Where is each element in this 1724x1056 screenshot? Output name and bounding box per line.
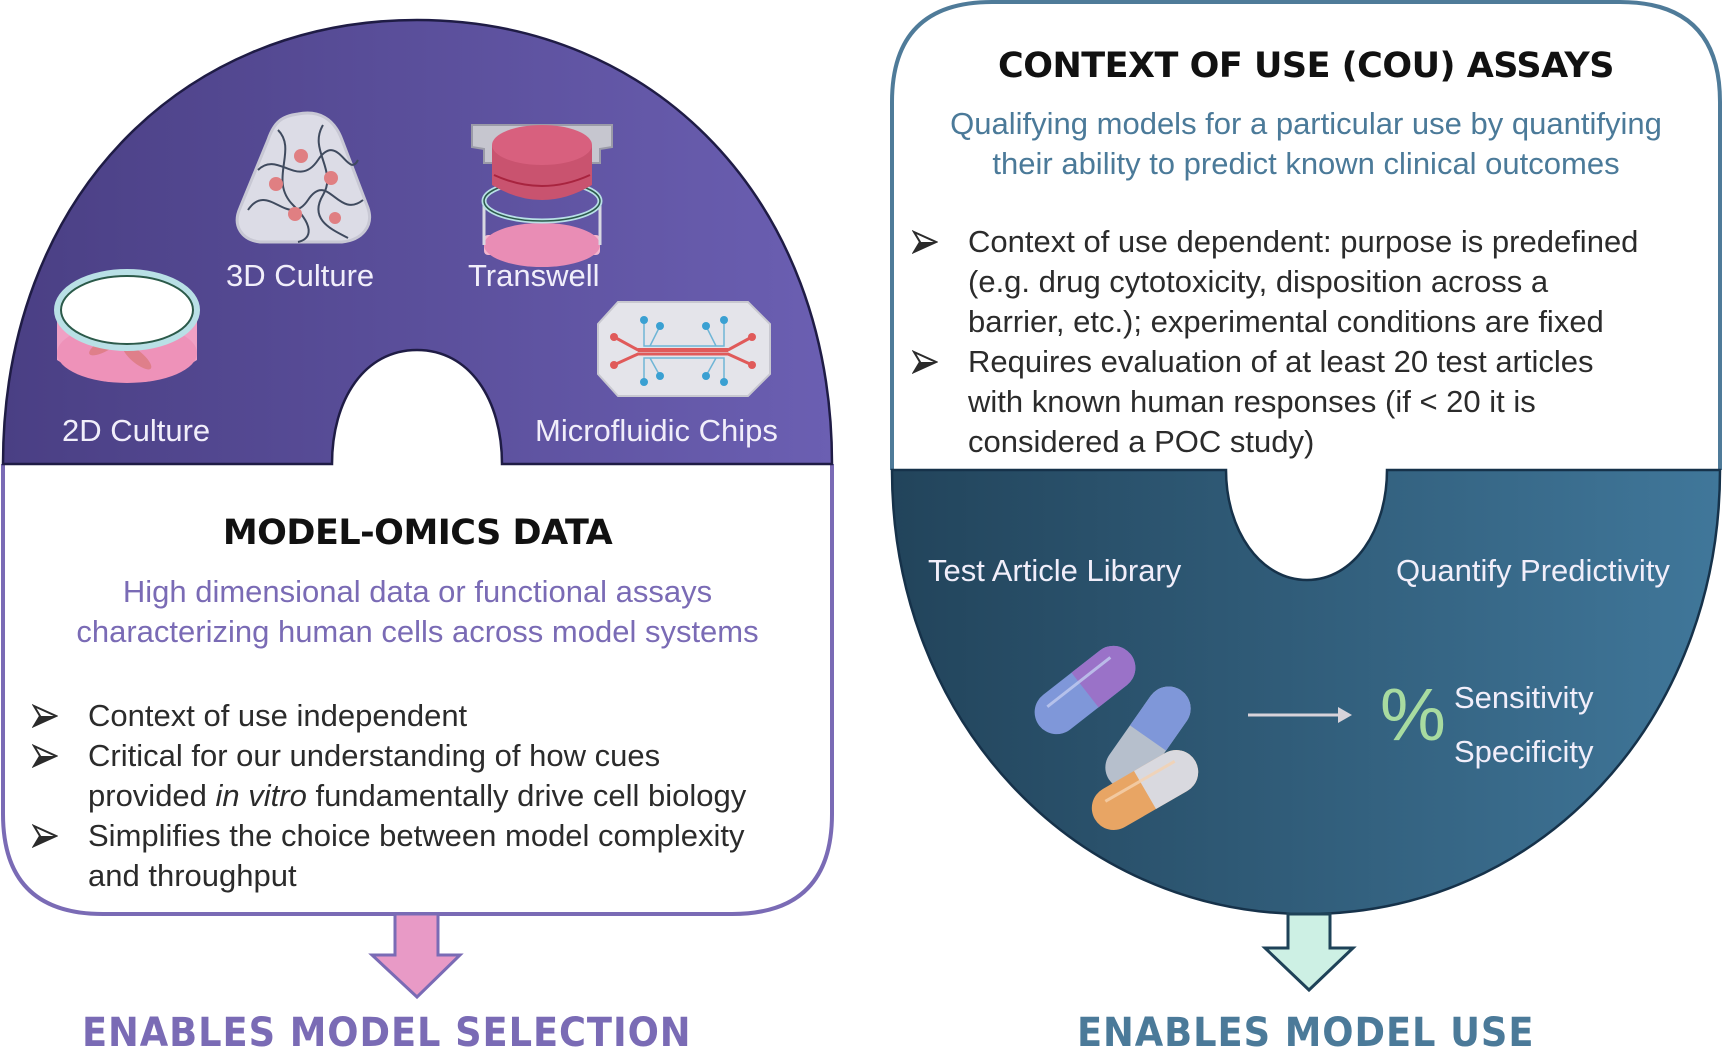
model-label-transwell: Transwell bbox=[468, 258, 600, 293]
model-selection-arrow bbox=[368, 912, 464, 1000]
text-span: provided bbox=[88, 778, 216, 813]
cou-assays-box bbox=[890, 0, 1722, 470]
metric-specificity: Specificity bbox=[1454, 734, 1594, 769]
model-label-3d-culture: 3D Culture bbox=[226, 258, 375, 293]
microfluidic-chip-icon bbox=[597, 301, 771, 397]
metric-sensitivity: Sensitivity bbox=[1454, 680, 1594, 715]
chevron-bullet-icon bbox=[32, 744, 58, 768]
bullet-text: Context of use independent bbox=[88, 698, 468, 733]
model-label-2d-culture: 2D Culture bbox=[62, 413, 211, 448]
model-use-arrow bbox=[1261, 912, 1357, 993]
bullet-text: with known human responses (if < 20 it i… bbox=[968, 384, 1536, 419]
model-label-microfluidic-chips: Microfluidic Chips bbox=[535, 413, 778, 448]
bullet-text: Critical for our understanding of how cu… bbox=[88, 738, 661, 773]
bullet-item: Context of use independent bbox=[32, 696, 832, 736]
subtitle-line: Qualifying models for a particular use b… bbox=[950, 106, 1662, 141]
bullet-text: Requires evaluation of at least 20 test … bbox=[968, 344, 1594, 379]
test-article-library-label: Test Article Library bbox=[928, 553, 1182, 588]
quantify-predictivity-label: Quantify Predictivity bbox=[1396, 553, 1670, 588]
bullet-text: and throughput bbox=[88, 858, 297, 893]
subtitle-line: their ability to predict known clinical … bbox=[992, 146, 1620, 181]
library-to-metrics-arrow bbox=[1248, 707, 1352, 723]
enables-model-use-label: ENABLES MODEL USE bbox=[1077, 1010, 1535, 1056]
bullet-text: (e.g. drug cytotoxicity, disposition acr… bbox=[968, 264, 1549, 299]
transwell-insert-icon bbox=[471, 124, 613, 267]
model-omics-subtitle: High dimensional data or functional assa… bbox=[3, 572, 832, 652]
bullet-text: Simplifies the choice between model comp… bbox=[88, 818, 745, 853]
italic-term: in vitro bbox=[215, 778, 307, 813]
bullet-text: barrier, etc.); experimental conditions … bbox=[968, 304, 1604, 339]
bullet-text: provided in vitro fundamentally drive ce… bbox=[88, 776, 832, 816]
model-omics-bullets: Context of use independent Critical for … bbox=[32, 696, 832, 896]
percent-icon: % bbox=[1380, 673, 1446, 756]
chevron-bullet-icon bbox=[32, 704, 58, 728]
chevron-bullet-icon bbox=[32, 824, 58, 848]
bullet-item: Context of use dependent: purpose is pre… bbox=[912, 222, 1717, 342]
subtitle-line: High dimensional data or functional assa… bbox=[122, 574, 713, 609]
chevron-bullet-icon bbox=[912, 350, 938, 374]
bullet-item: Simplifies the choice between model comp… bbox=[32, 816, 832, 896]
test-article-pills-icon bbox=[1034, 645, 1199, 830]
predictivity-bowl bbox=[890, 468, 1722, 916]
bullet-item: Requires evaluation of at least 20 test … bbox=[912, 342, 1717, 462]
bullet-text: Context of use dependent: purpose is pre… bbox=[968, 224, 1639, 259]
cou-assays-subtitle: Qualifying models for a particular use b… bbox=[892, 104, 1720, 184]
petri-dish-icon bbox=[54, 269, 200, 383]
bullet-text: considered a POC study) bbox=[968, 424, 1315, 459]
chevron-bullet-icon bbox=[912, 230, 938, 254]
cou-assays-bullets: Context of use dependent: purpose is pre… bbox=[912, 222, 1717, 462]
hydrogel-3d-culture-icon bbox=[235, 111, 371, 244]
subtitle-line: characterizing human cells across model … bbox=[76, 614, 759, 649]
model-systems-dome bbox=[1, 18, 834, 466]
bullet-item: Critical for our understanding of how cu… bbox=[32, 736, 832, 816]
cou-assays-title: CONTEXT OF USE (COU) ASSAYS bbox=[998, 46, 1614, 86]
enables-model-selection-label: ENABLES MODEL SELECTION bbox=[82, 1010, 692, 1056]
model-omics-title: MODEL-OMICS DATA bbox=[222, 513, 613, 553]
text-span: fundamentally drive cell biology bbox=[306, 778, 747, 813]
